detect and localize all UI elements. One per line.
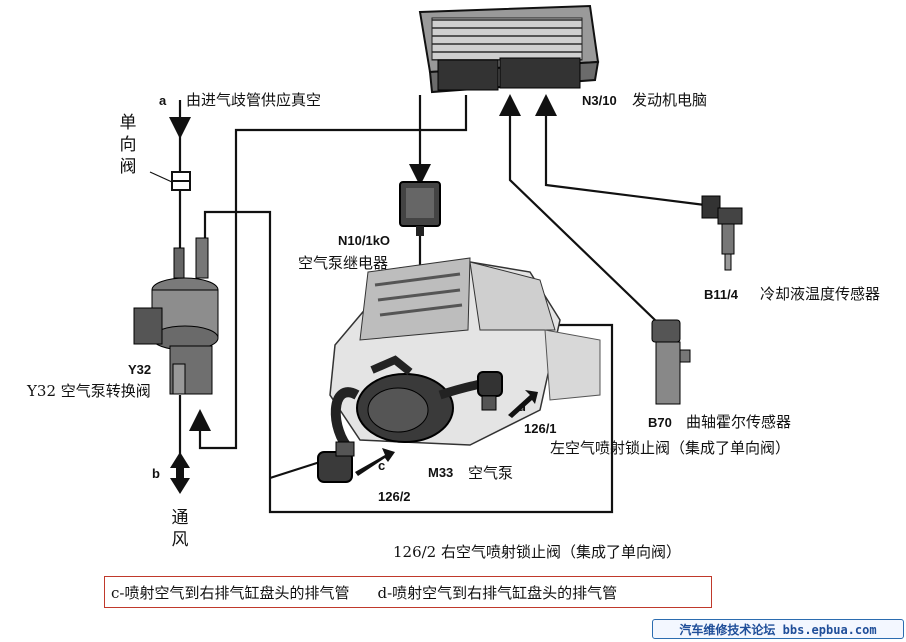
coolant-temperature-sensor — [701, 195, 743, 271]
check-valve — [149, 171, 191, 191]
relay-code-label: N10/1kO — [338, 233, 391, 248]
crankshaft-hall-sensor — [651, 319, 691, 405]
check-valve-label: 单 向 阀 — [118, 112, 138, 178]
ecu-code-label: N3/10 — [582, 93, 617, 108]
port-c-label: c — [378, 458, 386, 473]
flow-arrow-c — [355, 448, 395, 476]
caption-d: d-喷射空气到右排气缸盘头的排气管 — [377, 583, 618, 602]
port-b-label: b — [152, 466, 160, 481]
right-air-injection-valve — [317, 441, 355, 483]
caption-c: c-喷射空气到右排气缸盘头的排气管 — [111, 583, 350, 602]
coolant-sensor-name-label: 冷却液温度传感器 — [760, 285, 881, 303]
air-pump-relay — [399, 181, 441, 236]
ecu-module — [418, 4, 600, 94]
right-valve-name-label: 126/2 右空气喷射锁止阀（集成了单向阀） — [393, 543, 681, 561]
vacuum-source-label: 由进气歧管供应真空 — [186, 91, 322, 109]
caption-box: c-喷射空气到右排气缸盘头的排气管 d-喷射空气到右排气缸盘头的排气管 — [104, 576, 712, 608]
flow-arrow-d — [508, 390, 538, 418]
crank-sensor-name-label: 曲轴霍尔传感器 — [686, 413, 792, 431]
forum-watermark: 汽车维修技术论坛 bbs.epbua.com — [652, 619, 904, 639]
switch-valve-code-label: Y32 — [128, 362, 152, 377]
vent-double-arrow — [170, 452, 190, 494]
air-pump — [330, 355, 497, 454]
vent-char: 风 — [171, 530, 189, 550]
left-valve-name-label: 左空气喷射锁止阀（集成了单向阀） — [550, 439, 791, 457]
check-valve-char: 向 — [119, 135, 137, 155]
check-valve-char: 单 — [119, 113, 137, 133]
check-valve-char: 阀 — [119, 157, 137, 177]
relay-name-label: 空气泵继电器 — [298, 254, 389, 272]
pump-name-label: 空气泵 — [468, 464, 514, 482]
switch-valve-name-label: Y32 空气泵转换阀 — [27, 382, 151, 400]
coolant-sensor-code-label: B11/4 — [704, 287, 738, 302]
crank-sensor-code-label: B70 — [648, 415, 672, 430]
port-d-label: d — [518, 399, 526, 414]
vent-label: 通 风 — [170, 507, 190, 551]
pump-code-label: M33 — [428, 465, 454, 480]
port-a-label: a — [159, 93, 167, 108]
left-valve-code-label: 126/1 — [524, 421, 557, 436]
vent-char: 通 — [171, 508, 189, 528]
left-air-injection-valve — [477, 371, 503, 411]
ecu-name-label: 发动机电脑 — [632, 91, 708, 109]
right-valve-code-label: 126/2 — [378, 489, 411, 504]
air-pump-switchover-valve — [133, 237, 219, 395]
